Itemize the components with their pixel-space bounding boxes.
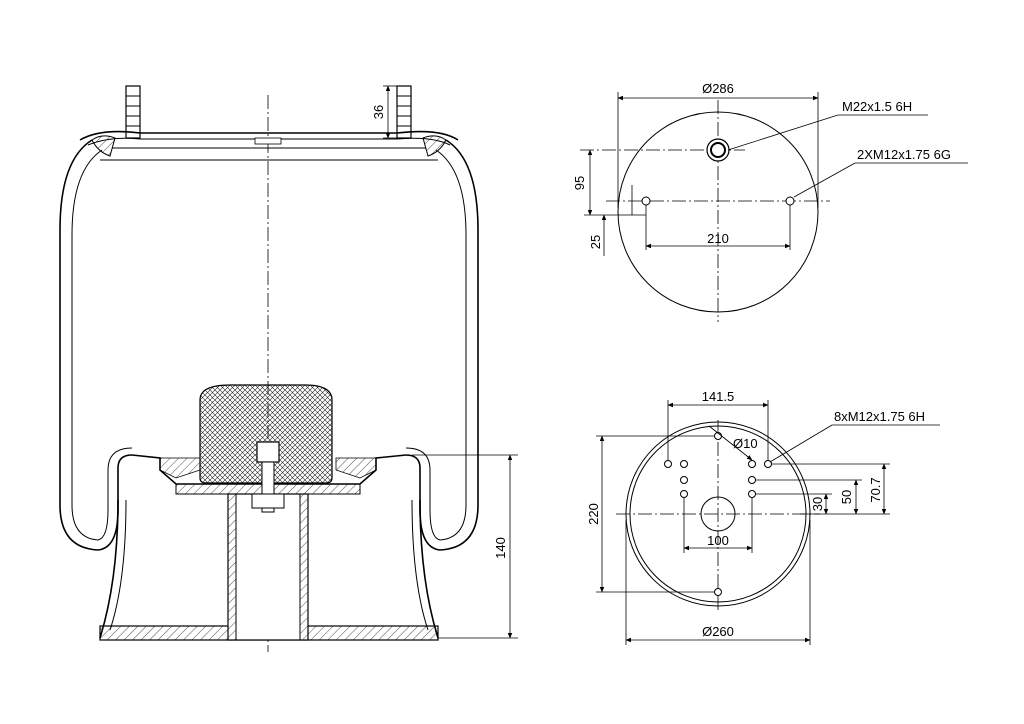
label-hole-spacing: 210: [707, 231, 729, 246]
side-hole-left: [641, 196, 651, 206]
dim-25: 25: [588, 185, 633, 256]
side-view: 36: [59, 85, 518, 652]
dim-220: 220: [586, 435, 715, 593]
stud-left: [125, 85, 141, 139]
stud-right: [396, 85, 412, 139]
bumper: [199, 384, 333, 484]
bellows: [59, 139, 479, 551]
dim-100: 100: [683, 498, 753, 553]
label-dim-50: 50: [839, 490, 854, 504]
label-offset-25: 25: [588, 235, 603, 249]
label-side-thread: 2XM12x1.75 6G: [857, 147, 951, 162]
callout-side-thread: 2XM12x1.75 6G: [793, 147, 968, 198]
top-plate-view: Ø286 M22x1.5 6H 2XM12x1.75 6G 95 25: [572, 81, 968, 322]
dim-70-7: 70.7: [772, 463, 890, 515]
label-piston-height: 140: [493, 537, 508, 559]
dim-piston-height: 140: [412, 454, 518, 639]
dim-stud-height: 36: [371, 85, 398, 139]
label-dim-70-7: 70.7: [868, 477, 883, 502]
dim-210: 210: [645, 205, 791, 250]
label-spacing-top: 141.5: [702, 389, 735, 404]
label-height-220: 220: [586, 503, 601, 525]
dim-50: 50: [756, 479, 862, 515]
label-spacing-100: 100: [707, 533, 729, 548]
bead-plate: [79, 130, 459, 157]
label-top-diameter: Ø286: [702, 81, 734, 96]
callout-hole-diameter: Ø10: [708, 425, 758, 461]
label-hole-diameter: Ø10: [733, 436, 758, 451]
callout-center-thread: M22x1.5 6H: [727, 99, 928, 151]
label-dim-30: 30: [810, 497, 825, 511]
label-bottom-diameter: Ø260: [702, 624, 734, 639]
center-thread-hole: [706, 138, 730, 162]
center-bolt: [251, 441, 285, 513]
label-thread-callout: 8xM12x1.75 6H: [834, 409, 925, 424]
label-center-thread: M22x1.5 6H: [842, 99, 912, 114]
callout-thread: 8xM12x1.75 6H: [769, 409, 940, 463]
bottom-holes: [664, 432, 772, 596]
label-stud-height: 36: [371, 105, 386, 119]
dim-95: 95: [572, 149, 646, 216]
dim-bottom-diameter: Ø260: [625, 520, 811, 645]
label-offset-95: 95: [572, 176, 587, 190]
dim-30: 30: [756, 493, 832, 515]
side-hole-right: [785, 196, 795, 206]
dim-141-5: 141.5: [667, 389, 769, 460]
bottom-view: 141.5 Ø10 8xM12x1.75 6H 220 70.7: [586, 389, 940, 645]
dim-top-diameter: Ø286: [617, 81, 819, 208]
